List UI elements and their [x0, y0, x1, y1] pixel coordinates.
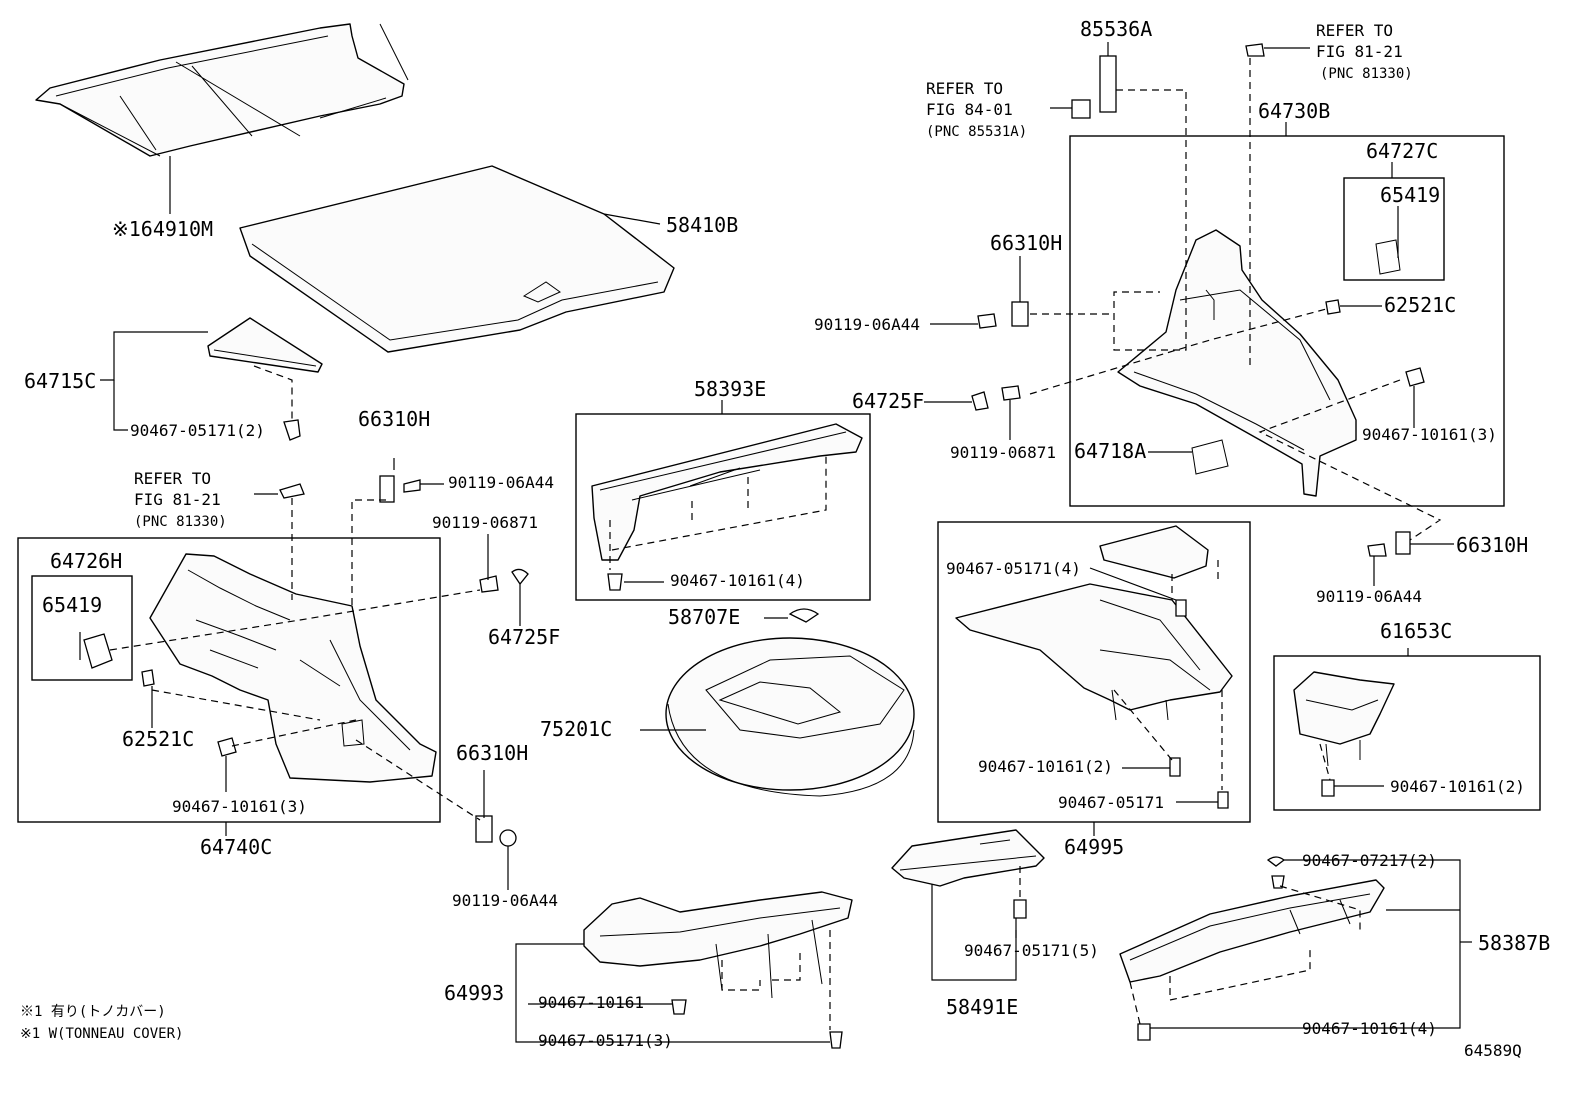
label-90467-10161-2-right[interactable]: 90467-10161(2): [1390, 777, 1525, 796]
label-64715C[interactable]: 64715C: [24, 369, 96, 393]
label-75201C[interactable]: 75201C: [540, 717, 612, 741]
label-90467-07217-2[interactable]: 90467-07217(2): [1302, 851, 1437, 870]
label-90119-06A44-left[interactable]: 90119-06A44: [448, 473, 554, 492]
label-90467-05171-2[interactable]: 90467-05171(2): [130, 421, 265, 440]
part-labels: ※164910M 58410B 64715C 90467-05171(2) 66…: [20, 17, 1550, 1060]
label-90467-10161-4-right[interactable]: 90467-10161(4): [1302, 1019, 1437, 1038]
label-90467-05171-5[interactable]: 90467-05171(5): [964, 941, 1099, 960]
deck-board-58393E-illustration: [591, 423, 863, 591]
left-quarter-trim-illustration: [83, 553, 437, 783]
ref-81-21-left-pnc: (PNC 81330): [134, 514, 227, 530]
tray-61653C-illustration: [1293, 671, 1395, 797]
label-66310H-right[interactable]: 66310H: [990, 231, 1062, 255]
group-box-61653C: [1273, 655, 1541, 811]
label-90119-06A44-far[interactable]: 90119-06A44: [1316, 587, 1422, 606]
label-66310H-left[interactable]: 66310H: [358, 407, 430, 431]
label-64718A[interactable]: 64718A: [1074, 439, 1146, 463]
label-58707E[interactable]: 58707E: [668, 605, 740, 629]
group-box-64740C: [17, 537, 441, 823]
scuff-plate-58387B-illustration: [1119, 856, 1385, 1041]
ref-81-21-left-line2[interactable]: FIG 81-21: [134, 490, 221, 509]
label-90467-10161-2-mid[interactable]: 90467-10161(2): [978, 757, 1113, 776]
label-66310H-far[interactable]: 66310H: [1456, 533, 1528, 557]
label-58410B[interactable]: 58410B: [666, 213, 738, 237]
group-box-64726H: [31, 575, 133, 681]
ref-81-21-top-pnc: (PNC 81330): [1320, 66, 1413, 82]
label-90467-05171-3[interactable]: 90467-05171(3): [538, 1031, 673, 1050]
label-64740C[interactable]: 64740C: [200, 835, 272, 859]
label-58393E[interactable]: 58393E: [694, 377, 766, 401]
ref-84-01-line2[interactable]: FIG 84-01: [926, 100, 1013, 119]
right-quarter-trim-illustration: [1117, 229, 1425, 497]
label-66310H-bottom[interactable]: 66310H: [456, 741, 528, 765]
ref-81-21-left-line1[interactable]: REFER TO: [134, 469, 211, 488]
label-90467-10161-3-left[interactable]: 90467-10161(3): [172, 797, 307, 816]
label-58387B[interactable]: 58387B: [1478, 931, 1550, 955]
label-90467-05171-4[interactable]: 90467-05171(4): [946, 559, 1081, 578]
group-box-58393E: [575, 413, 871, 601]
luggage-mat-illustration: [239, 165, 675, 353]
tonneau-cover-illustration: [35, 23, 409, 157]
label-65419-left[interactable]: 65419: [42, 593, 102, 617]
label-64910M[interactable]: ※164910M: [112, 217, 213, 241]
group-box-64730B: [1069, 135, 1505, 507]
deck-board-64995-illustration: [955, 525, 1233, 809]
label-90467-05171-mid[interactable]: 90467-05171: [1058, 793, 1164, 812]
label-64725F-left[interactable]: 64725F: [488, 625, 560, 649]
label-58491E[interactable]: 58491E: [946, 995, 1018, 1019]
ref-84-01-pnc: (PNC 85531A): [926, 124, 1027, 140]
label-90467-10161-bottom[interactable]: 90467-10161: [538, 993, 644, 1012]
deck-board-64993-illustration: [583, 891, 853, 1049]
label-64730B[interactable]: 64730B: [1258, 99, 1330, 123]
label-90119-06A44-bottom[interactable]: 90119-06A44: [452, 891, 558, 910]
label-90119-06A44-right[interactable]: 90119-06A44: [814, 315, 920, 334]
spare-tire-tray-illustration: [665, 608, 915, 797]
label-90119-06871-left[interactable]: 90119-06871: [432, 513, 538, 532]
label-62521C-left[interactable]: 62521C: [122, 727, 194, 751]
label-90119-06871-right[interactable]: 90119-06871: [950, 443, 1056, 462]
note-line-1: ※1 有り(トノカバー): [20, 1004, 166, 1020]
label-64995[interactable]: 64995: [1064, 835, 1124, 859]
ref-81-21-top-line1[interactable]: REFER TO: [1316, 21, 1393, 40]
label-65419-right[interactable]: 65419: [1380, 183, 1440, 207]
ref-84-01-line1[interactable]: REFER TO: [926, 79, 1003, 98]
label-85536A[interactable]: 85536A: [1080, 17, 1152, 41]
label-64993[interactable]: 64993: [444, 981, 504, 1005]
label-64726H[interactable]: 64726H: [50, 549, 122, 573]
label-64727C[interactable]: 64727C: [1366, 139, 1438, 163]
group-box-64727C: [1343, 177, 1445, 281]
leader-lines: [79, 42, 1472, 1043]
label-90467-10161-4-mid[interactable]: 90467-10161(4): [670, 571, 805, 590]
diagram-code: 64589Q: [1464, 1041, 1522, 1060]
label-62521C-right[interactable]: 62521C: [1384, 293, 1456, 317]
label-64725F-right[interactable]: 64725F: [852, 389, 924, 413]
label-90467-10161-3-right[interactable]: 90467-10161(3): [1362, 425, 1497, 444]
corner-cover-illustration: [207, 317, 323, 441]
deck-board-58491E-illustration: [891, 829, 1045, 919]
ref-81-21-top-line2[interactable]: FIG 81-21: [1316, 42, 1403, 61]
note-line-2: ※1 W(TONNEAU COVER): [20, 1026, 183, 1042]
label-61653C[interactable]: 61653C: [1380, 619, 1452, 643]
fastener-illustrations: [279, 43, 1411, 847]
